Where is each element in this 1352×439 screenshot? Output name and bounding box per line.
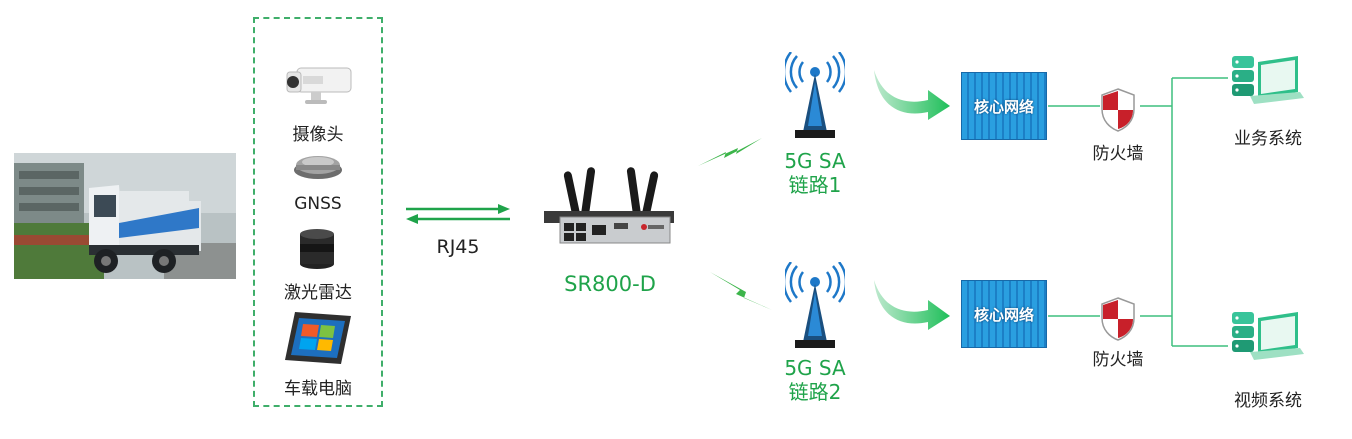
link-1-type: 5G SA (784, 149, 846, 173)
link-1-name: 链路1 (788, 173, 842, 197)
gnss-label: GNSS (294, 194, 342, 214)
link-2-type: 5G SA (784, 356, 846, 380)
core-network-2-label: 核心网络 (973, 305, 1034, 324)
router-icon (544, 167, 674, 244)
wireless-link-2-icon (710, 272, 772, 310)
uplink-arrow-1 (874, 70, 950, 120)
video-system-icon (1232, 312, 1304, 360)
firewall-1-label: 防火墙 (1092, 144, 1144, 164)
business-system-label: 业务系统 (1234, 129, 1302, 149)
uplink-arrow-2 (874, 280, 950, 330)
lidar-label: 激光雷达 (284, 283, 352, 303)
cell-tower-2-icon (785, 262, 845, 348)
connection-lines (1048, 77, 1228, 347)
core-network-1-label: 核心网络 (973, 97, 1034, 116)
gnss-antenna-icon (294, 156, 342, 179)
sweeper-truck-photo (14, 153, 236, 279)
video-system-label: 视频系统 (1234, 391, 1302, 411)
tablet-pc-icon (285, 312, 351, 364)
firewall-2-icon (1101, 297, 1135, 341)
onboard-devices-group (253, 17, 383, 407)
link-2-name: 链路2 (788, 380, 842, 404)
rj45-label: RJ45 (436, 236, 480, 258)
camera-label: 摄像头 (292, 125, 344, 145)
lidar-icon (300, 229, 334, 269)
cell-tower-1-icon (785, 52, 845, 138)
firewall-2-label: 防火墙 (1092, 350, 1144, 370)
core-network-2: 核心网络 (961, 280, 1047, 348)
firewall-1-icon (1101, 88, 1135, 132)
business-system-icon (1232, 56, 1304, 104)
wireless-link-1-icon (698, 138, 762, 166)
core-network-1: 核心网络 (961, 72, 1047, 140)
router-model-label: SR800-D (564, 272, 656, 296)
vehicle-pc-label: 车载电脑 (284, 379, 352, 399)
rj45-bidirectional-arrows (406, 204, 510, 224)
camera-icon (286, 67, 352, 104)
